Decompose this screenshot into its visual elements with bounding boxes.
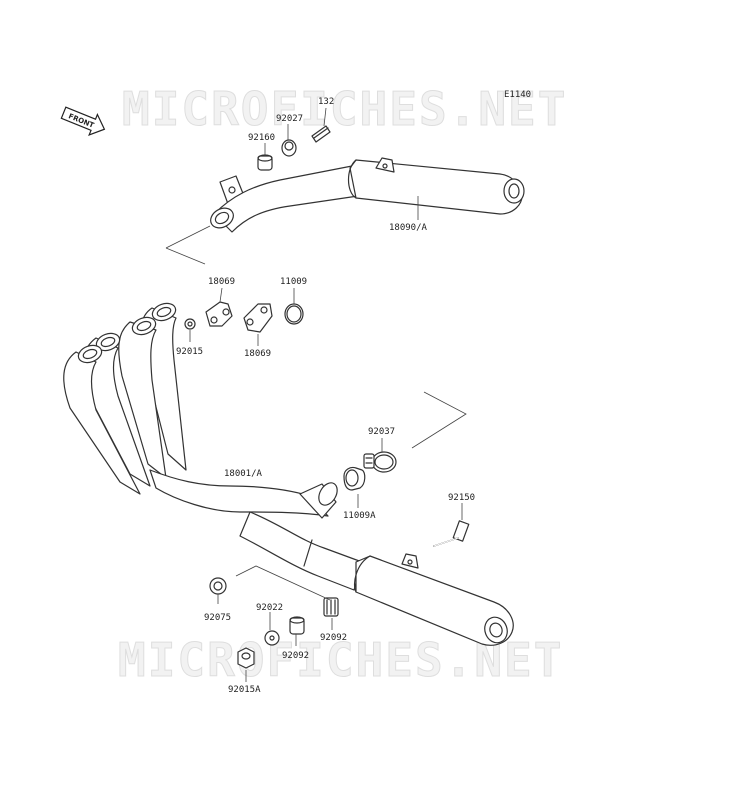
part-92027[interactable]: [281, 139, 297, 157]
label-92015A: 92015A: [228, 685, 261, 695]
header-pipes[interactable]: [63, 300, 363, 591]
part-92075[interactable]: [209, 577, 227, 595]
part-92022[interactable]: [264, 630, 280, 646]
label-92075: 92075: [204, 613, 231, 623]
diagram-code: E1140: [504, 90, 531, 100]
label-18069-b: 18069: [244, 349, 271, 359]
label-132: 132: [318, 97, 334, 107]
label-92037: 92037: [368, 427, 395, 437]
part-18069-b[interactable]: [243, 303, 273, 333]
label-18069-a: 18069: [208, 277, 235, 287]
part-92092-b[interactable]: [323, 597, 339, 617]
label-92092-b: 92092: [320, 633, 347, 643]
label-18090A: 18090/A: [389, 223, 428, 233]
label-18001A: 18001/A: [224, 469, 263, 479]
label-92015: 92015: [176, 347, 203, 357]
front-arrow-icon: FRONT: [60, 106, 106, 136]
muffler-lower[interactable]: [353, 553, 514, 646]
part-92015A[interactable]: [237, 647, 255, 669]
label-92027: 92027: [276, 114, 303, 124]
part-11009A[interactable]: [343, 466, 366, 491]
part-18069-a[interactable]: [205, 301, 233, 327]
part-132[interactable]: [311, 125, 331, 143]
part-11009[interactable]: [284, 303, 304, 325]
part-92092-a[interactable]: [289, 616, 305, 635]
part-92150[interactable]: [433, 520, 470, 547]
part-92037[interactable]: [363, 451, 397, 473]
label-11009A: 11009A: [343, 511, 376, 521]
label-92022: 92022: [256, 603, 283, 613]
part-92015[interactable]: [184, 318, 196, 330]
label-92092-a: 92092: [282, 651, 309, 661]
part-92160[interactable]: [257, 154, 273, 171]
watermark-top: MICROFICHES.NET: [122, 82, 567, 136]
label-92160: 92160: [248, 133, 275, 143]
muffler-upper[interactable]: [207, 157, 525, 233]
label-11009: 11009: [280, 277, 307, 287]
label-92150: 92150: [448, 493, 475, 503]
